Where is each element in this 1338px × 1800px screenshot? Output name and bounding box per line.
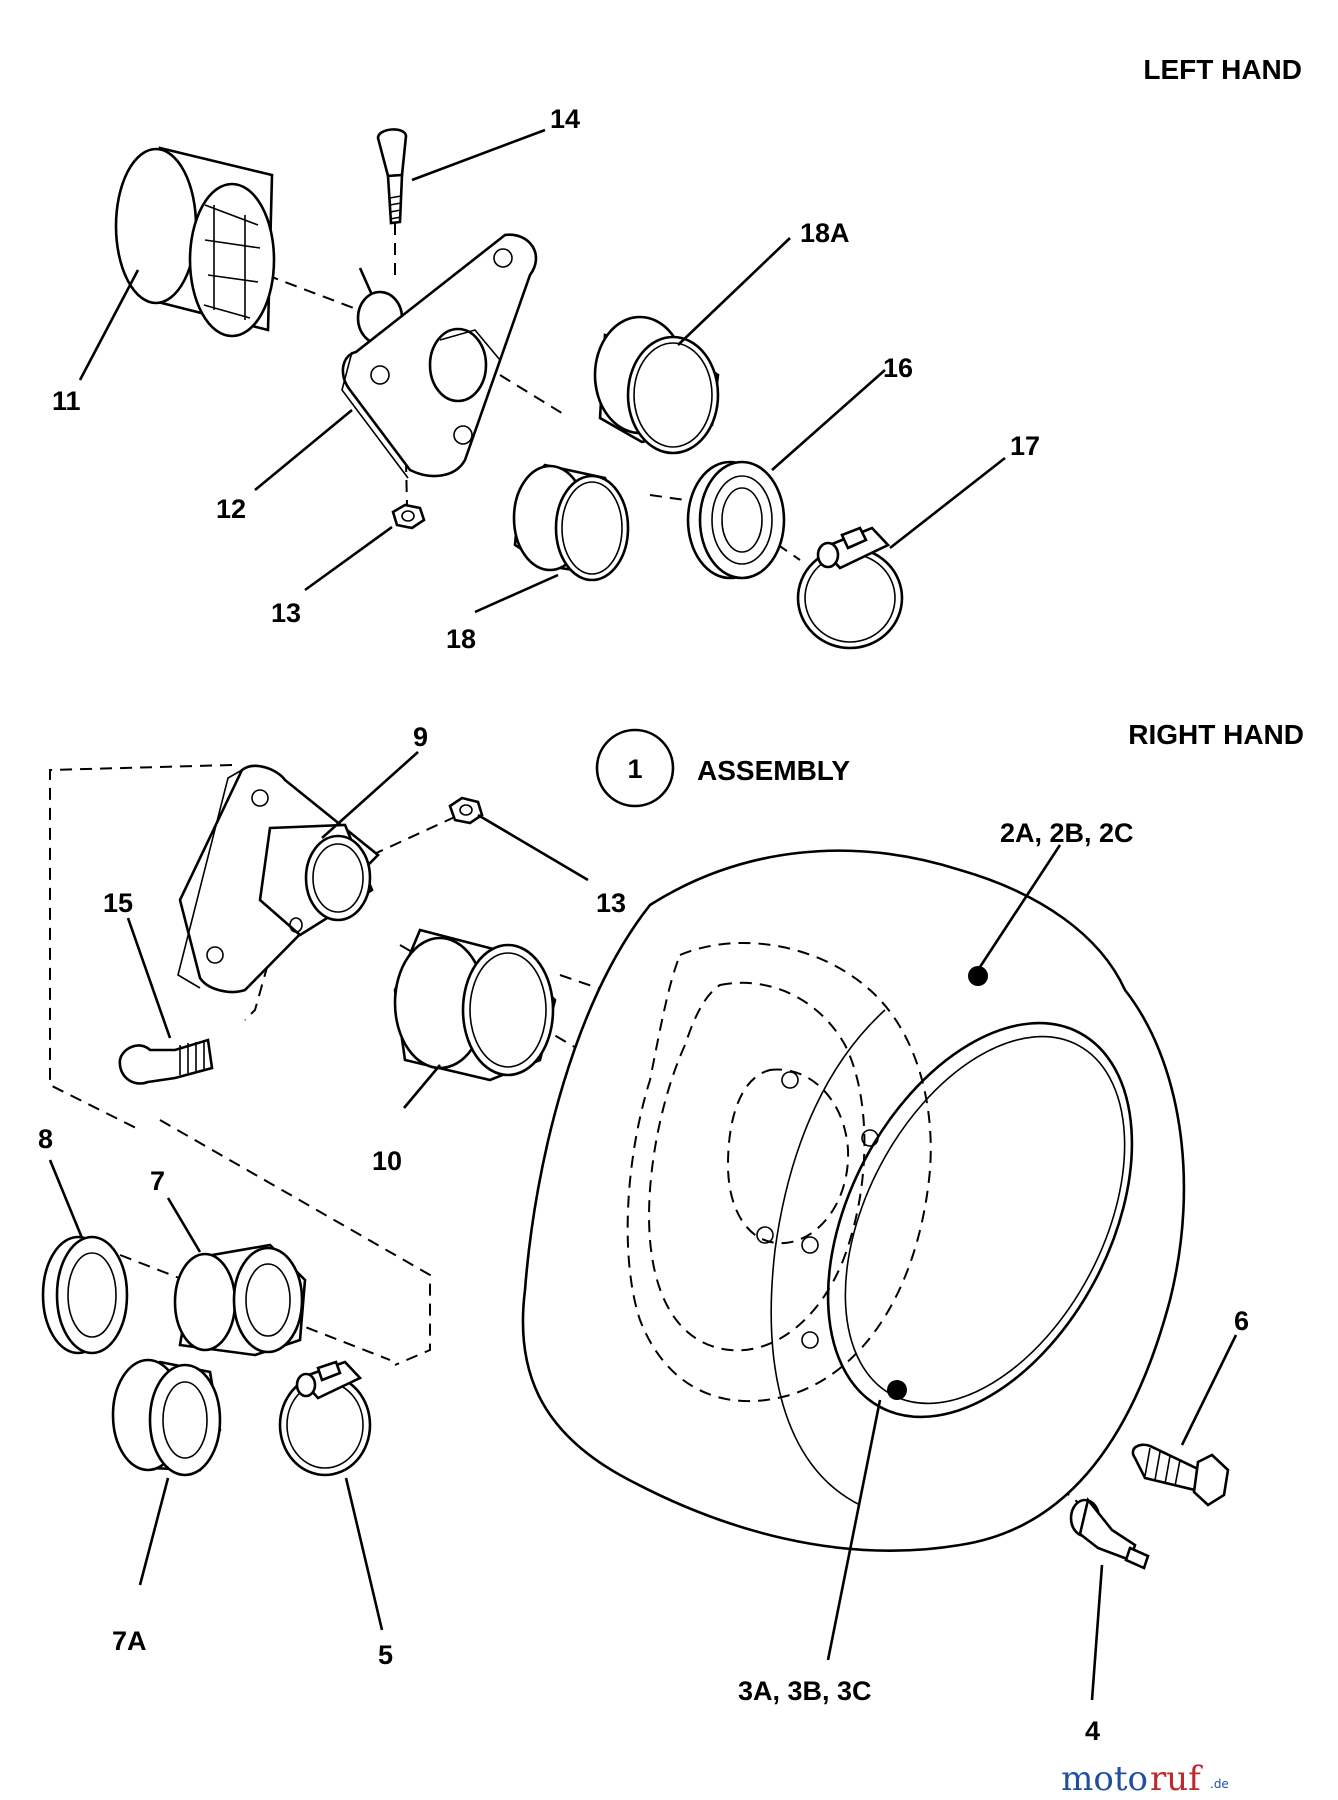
left-hand-header: LEFT HAND <box>1143 54 1302 85</box>
callout-9: 9 <box>413 722 428 752</box>
part-18-sleeve <box>512 463 630 582</box>
callout-10: 10 <box>372 1146 402 1176</box>
part-6-hex-bolt <box>1131 1443 1230 1507</box>
callout-17: 17 <box>1010 431 1040 461</box>
callout-7: 7 <box>150 1166 165 1196</box>
callout-6: 6 <box>1234 1306 1249 1336</box>
callout-18: 18 <box>446 624 476 654</box>
svg-text:.de: .de <box>1210 1777 1229 1791</box>
callout-11: 11 <box>52 386 81 416</box>
assembly-number: 1 <box>627 754 642 784</box>
callout-4: 4 <box>1085 1716 1100 1746</box>
left-hand-leader-lines <box>78 128 1006 614</box>
callout-16: 16 <box>883 353 913 383</box>
part-9-flange-bracket <box>177 764 380 994</box>
part-8-seal <box>41 1235 129 1355</box>
callout-8: 8 <box>38 1124 53 1154</box>
part-12-flange-bracket <box>341 233 538 479</box>
callout-3a-3b-3c: 3A, 3B, 3C <box>738 1676 872 1706</box>
part-17-hose-clamp <box>796 526 904 650</box>
callout-7a: 7A <box>112 1626 147 1656</box>
right-hand-header: RIGHT HAND <box>1128 719 1304 750</box>
right-hand-leader-lines <box>48 751 1238 1701</box>
callout-13-top: 13 <box>271 598 301 628</box>
part-10-sleeve <box>393 928 557 1082</box>
callout-18a: 18A <box>800 218 850 248</box>
part-7a-sleeve <box>111 1358 222 1477</box>
svg-text:ruf: ruf <box>1150 1759 1203 1799</box>
motoruf-watermark-logo: moto ruf .de <box>1061 1759 1229 1799</box>
part-13-hex-nut-top <box>391 503 426 530</box>
parts-2-3-wheel-and-tire <box>521 849 1186 1552</box>
part-14-bolt <box>376 128 408 225</box>
callout-12: 12 <box>216 494 246 524</box>
part-16-bearing <box>686 460 786 580</box>
part-15-bolt <box>118 1038 214 1085</box>
callout-15: 15 <box>103 888 133 918</box>
assembly-number-circle <box>595 728 675 808</box>
callout-14: 14 <box>550 104 580 134</box>
svg-text:moto: moto <box>1061 1759 1148 1799</box>
part-13-hex-nut-bottom <box>448 796 484 825</box>
part-18a-sleeve <box>593 315 720 455</box>
part-4-valve-stem <box>1069 1497 1150 1570</box>
callout-5: 5 <box>378 1640 393 1670</box>
part-11-cylinder <box>114 146 276 338</box>
part-7-bearing <box>173 1243 307 1357</box>
assembly-label: ASSEMBLY <box>697 755 850 786</box>
callout-2a-2b-2c: 2A, 2B, 2C <box>1000 818 1134 848</box>
part-5-hose-clamp <box>278 1360 372 1477</box>
callout-13-bottom: 13 <box>596 888 626 918</box>
